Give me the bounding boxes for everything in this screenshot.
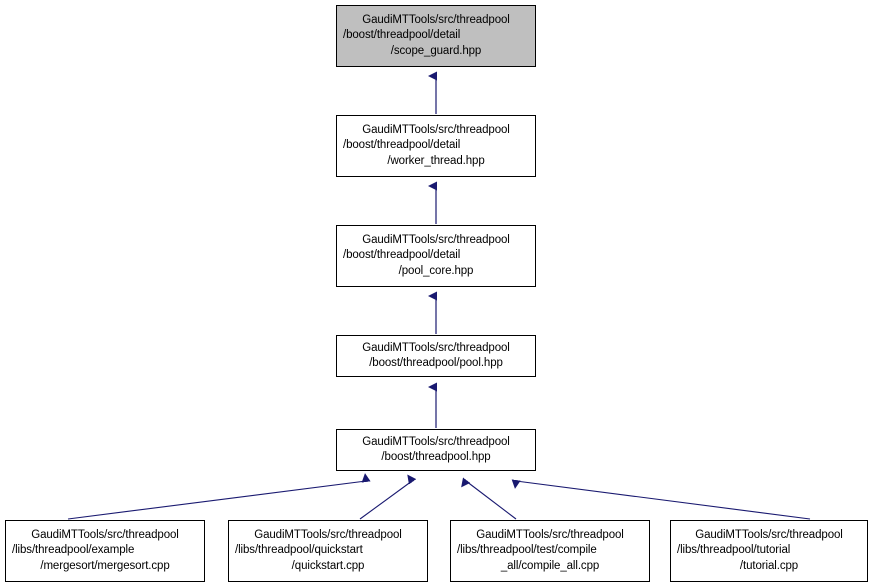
node-line: GaudiMTTools/src/threadpool [31,528,179,541]
node-compile-all-cpp[interactable]: GaudiMTTools/src/threadpool /libs/thread… [450,520,650,582]
node-line: _all/compile_all.cpp [500,559,600,572]
node-line: /boost/threadpool/detail [343,139,461,152]
node-quickstart-cpp[interactable]: GaudiMTTools/src/threadpool /libs/thread… [228,520,428,582]
node-pool-core-hpp[interactable]: GaudiMTTools/src/threadpool /boost/threa… [336,225,536,287]
node-worker-thread-hpp[interactable]: GaudiMTTools/src/threadpool /boost/threa… [336,115,536,177]
node-threadpool-hpp[interactable]: GaudiMTTools/src/threadpool /boost/threa… [336,429,536,471]
node-line: /libs/threadpool/test/compile [457,544,597,557]
node-line: /boost/threadpool/detail [343,249,461,262]
node-line: GaudiMTTools/src/threadpool [362,435,510,448]
node-tutorial-cpp[interactable]: GaudiMTTools/src/threadpool /libs/thread… [670,520,868,582]
node-line: GaudiMTTools/src/threadpool [695,528,843,541]
node-line: GaudiMTTools/src/threadpool [362,13,510,26]
node-line: /boost/threadpool/pool.hpp [369,357,503,369]
node-line: /libs/threadpool/tutorial [677,544,791,557]
node-line: GaudiMTTools/src/threadpool [362,233,510,246]
node-line: /mergesort/mergesort.cpp [40,559,170,572]
node-mergesort-cpp[interactable]: GaudiMTTools/src/threadpool /libs/thread… [5,520,205,582]
node-line: /boost/threadpool/detail [343,29,461,42]
node-line: /libs/threadpool/quickstart [235,544,363,557]
node-line: GaudiMTTools/src/threadpool [476,528,624,541]
node-line: GaudiMTTools/src/threadpool [362,341,510,354]
edge-compile-all-to-threadpool-hpp [461,477,517,520]
node-line: /quickstart.cpp [291,559,365,572]
node-line: /boost/threadpool.hpp [381,451,491,463]
node-line: /worker_thread.hpp [387,154,485,167]
node-line: GaudiMTTools/src/threadpool [362,123,510,136]
node-line: /scope_guard.hpp [390,44,482,57]
node-line: GaudiMTTools/src/threadpool [254,528,402,541]
node-line: /libs/threadpool/example [12,544,135,557]
node-pool-hpp[interactable]: GaudiMTTools/src/threadpool /boost/threa… [336,335,536,377]
edge-mergesort-to-threadpool-hpp [67,473,371,520]
edge-tutorial-to-threadpool-hpp [511,479,811,520]
node-line: /pool_core.hpp [398,264,474,277]
node-scope-guard-hpp[interactable]: GaudiMTTools/src/threadpool /boost/threa… [336,5,536,67]
node-line: /tutorial.cpp [739,559,799,572]
edge-quickstart-to-threadpool-hpp [359,474,417,520]
